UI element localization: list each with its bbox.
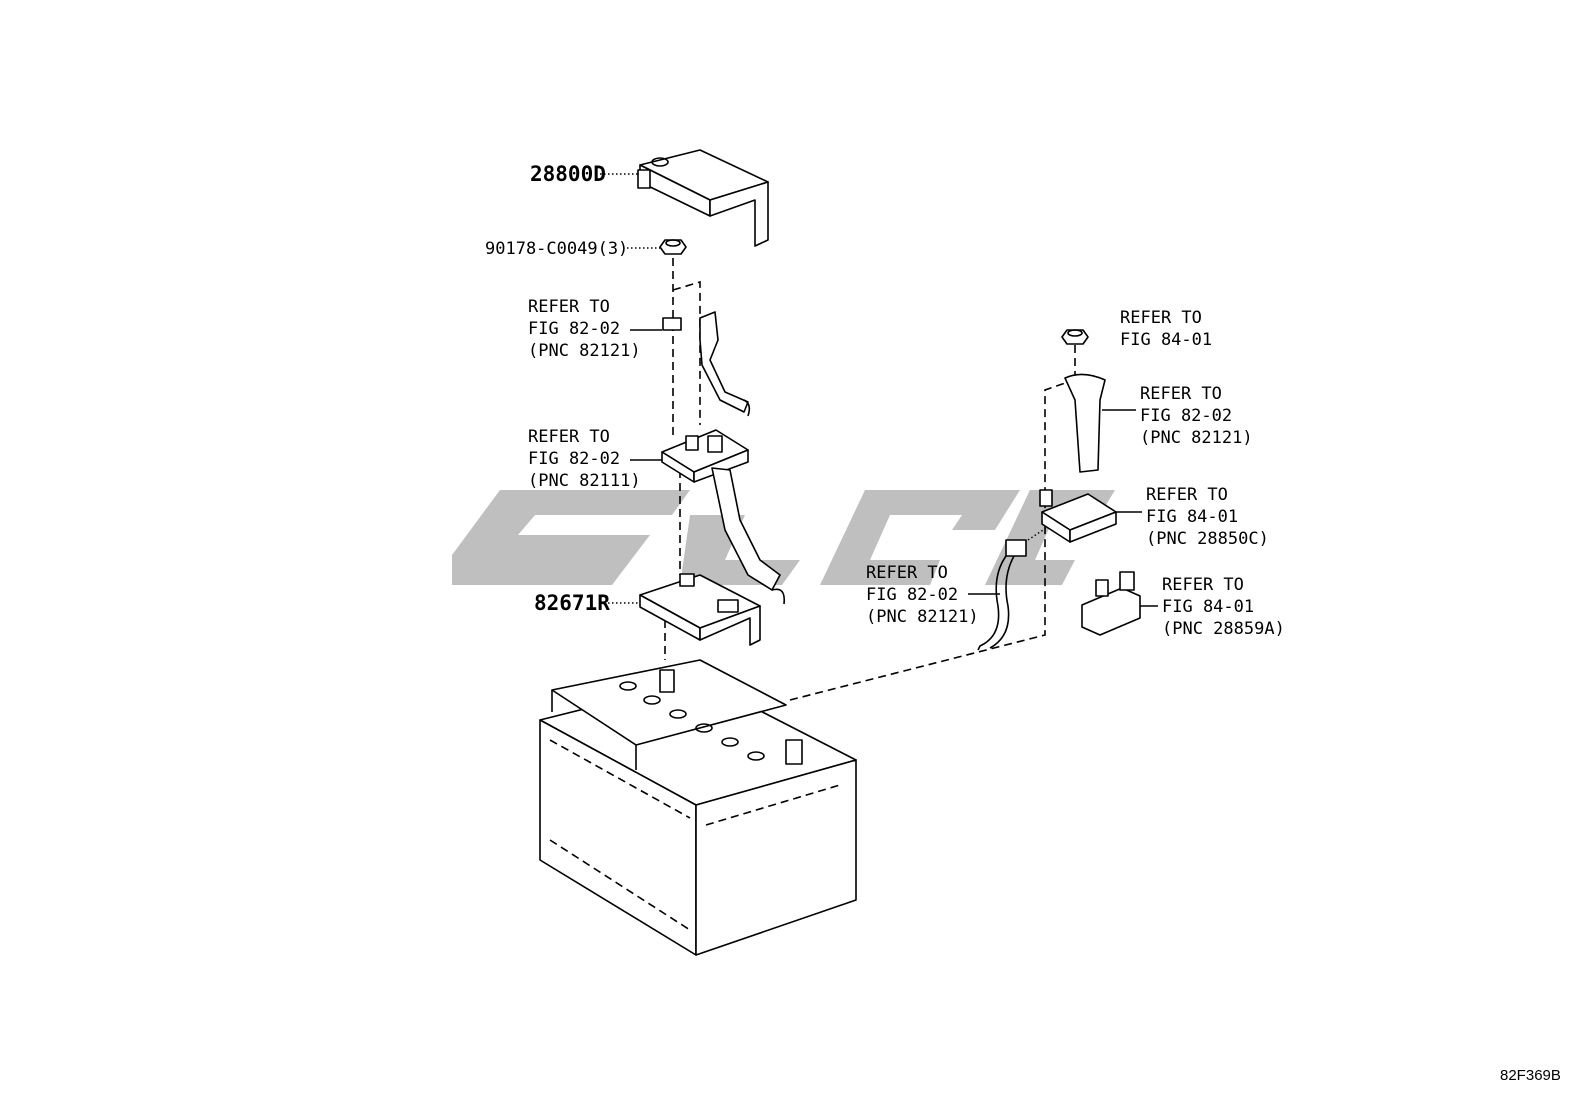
svg-text:(PNC 82111): (PNC 82111) bbox=[528, 471, 641, 491]
svg-text:FIG 82-02: FIG 82-02 bbox=[528, 449, 620, 469]
svg-text:(PNC 28850C): (PNC 28850C) bbox=[1146, 529, 1269, 549]
callout-c4: REFER TO FIG 82-02 (PNC 82121) bbox=[1102, 384, 1253, 448]
callout-c3: REFER TO FIG 84-01 bbox=[1120, 308, 1212, 350]
svg-text:(PNC 82121): (PNC 82121) bbox=[528, 341, 641, 361]
label-28800D: 28800D bbox=[530, 162, 606, 186]
svg-text:(PNC 28859A): (PNC 28859A) bbox=[1162, 619, 1285, 639]
svg-text:REFER TO: REFER TO bbox=[528, 427, 610, 447]
svg-text:FIG 82-02: FIG 82-02 bbox=[1140, 406, 1232, 426]
svg-text:REFER TO: REFER TO bbox=[866, 563, 948, 583]
callout-c6: REFER TO FIG 82-02 (PNC 82121) bbox=[866, 563, 1000, 627]
cable-82121-right-lower bbox=[977, 527, 1047, 651]
figure-id: 82F369B bbox=[1500, 1067, 1561, 1084]
svg-text:REFER TO: REFER TO bbox=[1162, 575, 1244, 595]
watermark-logo bbox=[452, 490, 1115, 585]
svg-text:REFER TO: REFER TO bbox=[1146, 485, 1228, 505]
svg-text:FIG 82-02: FIG 82-02 bbox=[528, 319, 620, 339]
svg-text:FIG 84-01: FIG 84-01 bbox=[1146, 507, 1238, 527]
label-82671R: 82671R bbox=[534, 591, 610, 615]
callout-c2: REFER TO FIG 82-02 (PNC 82111) bbox=[528, 427, 662, 491]
callout-c1: REFER TO FIG 82-02 (PNC 82121) bbox=[528, 297, 662, 361]
battery bbox=[539, 659, 857, 956]
callout-c7: REFER TO FIG 84-01 (PNC 28859A) bbox=[1140, 575, 1285, 639]
nut-part bbox=[659, 239, 687, 255]
callout-c5: REFER TO FIG 84-01 (PNC 28850C) bbox=[1116, 485, 1269, 549]
svg-text:FIG 84-01: FIG 84-01 bbox=[1162, 597, 1254, 617]
bracket-28859A bbox=[1081, 571, 1141, 636]
cable-82121-right-upper bbox=[1064, 373, 1106, 473]
svg-text:REFER TO: REFER TO bbox=[528, 297, 610, 317]
svg-text:FIG 84-01: FIG 84-01 bbox=[1120, 330, 1212, 350]
fuse-block-82111 bbox=[661, 429, 786, 605]
clamp-82671R bbox=[639, 573, 761, 646]
cable-82121-upper bbox=[662, 311, 751, 417]
label-90178: 90178-C0049(3) bbox=[485, 239, 628, 259]
svg-text:(PNC 82121): (PNC 82121) bbox=[866, 607, 979, 627]
nut-right bbox=[1061, 329, 1089, 345]
svg-text:REFER TO: REFER TO bbox=[1140, 384, 1222, 404]
cover-part-28800D bbox=[637, 149, 769, 247]
svg-text:REFER TO: REFER TO bbox=[1120, 308, 1202, 328]
svg-text:FIG 82-02: FIG 82-02 bbox=[866, 585, 958, 605]
svg-text:(PNC 82121): (PNC 82121) bbox=[1140, 428, 1253, 448]
